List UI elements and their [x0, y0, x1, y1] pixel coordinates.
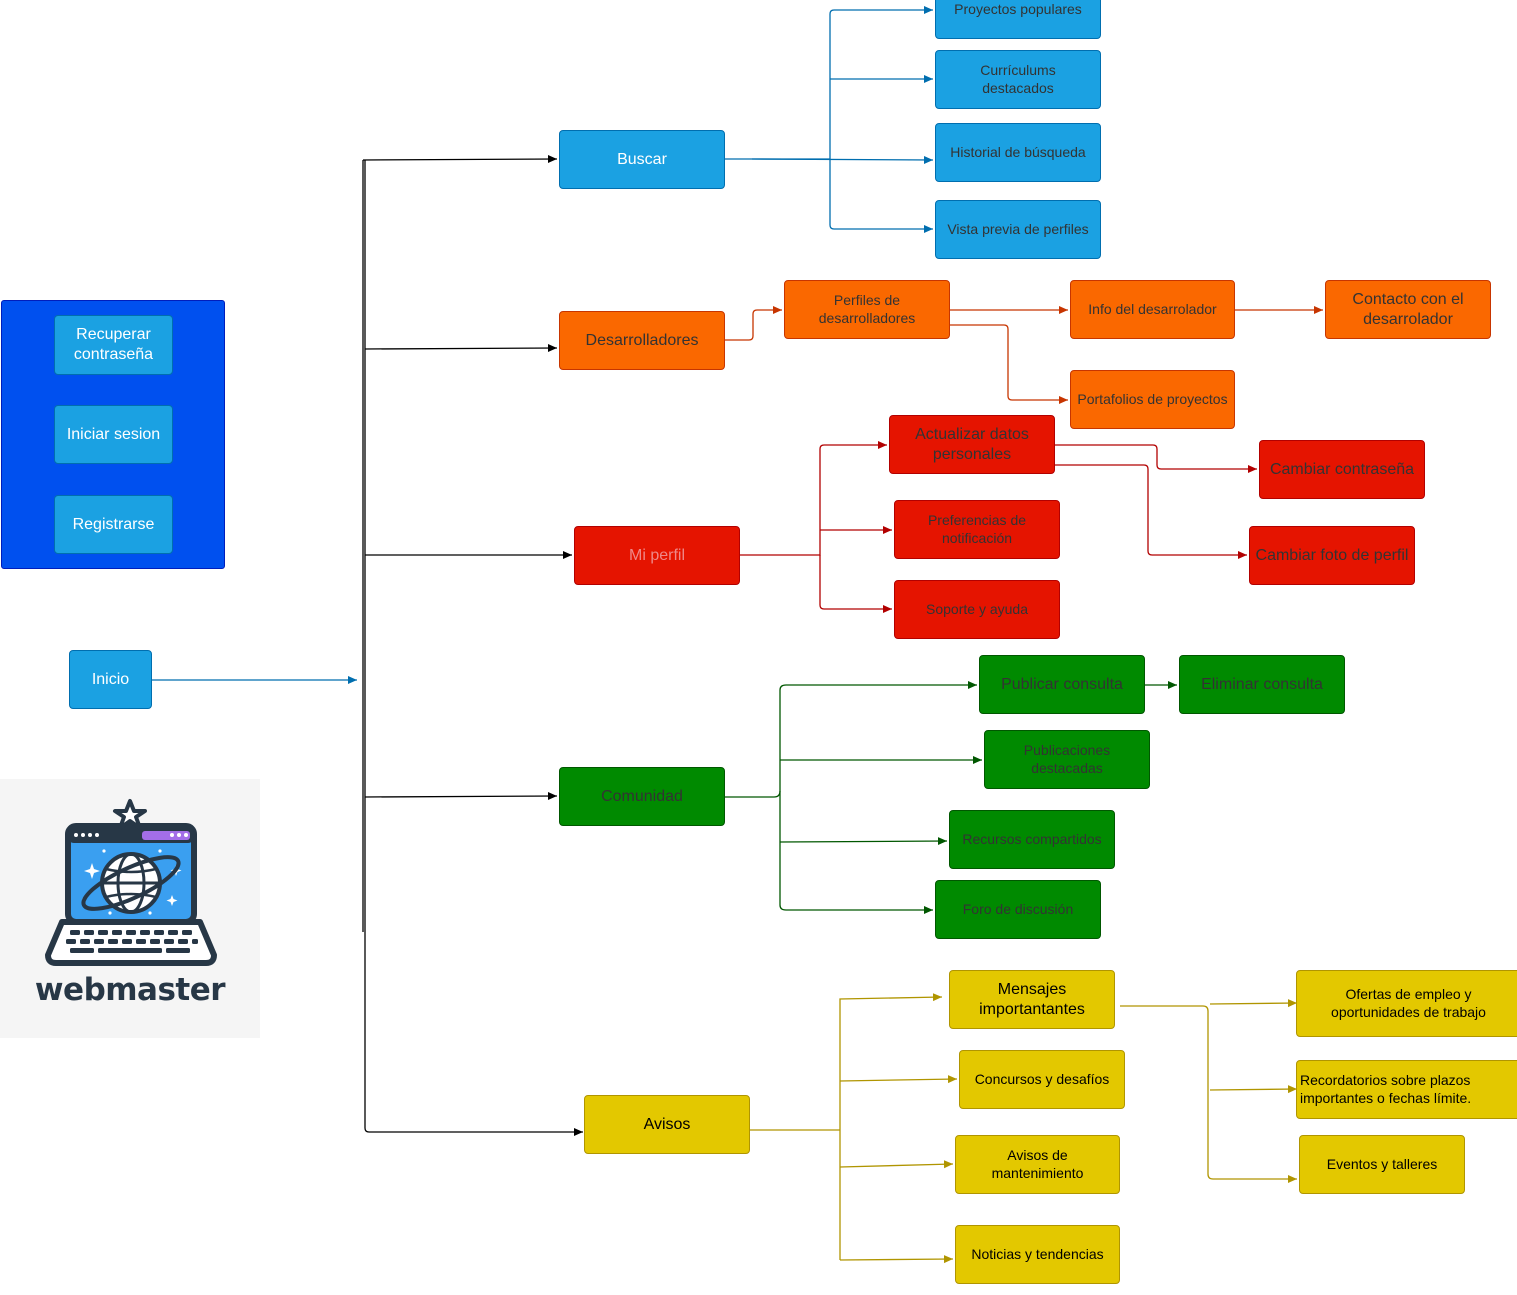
perfiles-desarrolladores-node[interactable]: Perfiles de desarrolladores	[784, 280, 950, 339]
login-button[interactable]: Iniciar sesion	[54, 405, 173, 464]
inicio-node[interactable]: Inicio	[69, 650, 152, 709]
concursos-desafios-node[interactable]: Concursos y desafíos	[959, 1050, 1125, 1109]
comunidad-node[interactable]: Comunidad	[559, 767, 725, 826]
cambiar-contrasena-node[interactable]: Cambiar contraseña	[1259, 440, 1425, 499]
contacto-desarrollador-node[interactable]: Contacto con el desarrolador	[1325, 280, 1491, 339]
publicar-consulta-node[interactable]: Publicar consulta	[979, 655, 1145, 714]
buscar-node[interactable]: Buscar	[559, 130, 725, 189]
desarrolladores-edges	[725, 306, 1323, 404]
soporte-ayuda-node[interactable]: Soporte y ayuda	[894, 580, 1060, 639]
preferencias-notificacion-node[interactable]: Preferencias de notificación	[894, 500, 1060, 559]
portafolios-proyectos-node[interactable]: Portafolios de proyectos	[1070, 370, 1235, 429]
perfil-edges	[740, 441, 1257, 613]
avisos-edges	[750, 993, 1298, 1264]
historial-busqueda-node[interactable]: Historial de búsqueda	[935, 123, 1101, 182]
register-button[interactable]: Registrarse	[54, 495, 173, 554]
foro-discusion-node[interactable]: Foro de discusión	[935, 880, 1101, 939]
noticias-tendencias-node[interactable]: Noticias y tendencias	[955, 1225, 1120, 1284]
ofertas-empleo-node[interactable]: Ofertas de empleo y oportunidades de tra…	[1296, 970, 1517, 1037]
curriculums-destacados-node[interactable]: Currículums destacados	[935, 50, 1101, 109]
mi-perfil-node[interactable]: Mi perfil	[574, 526, 740, 585]
recursos-compartidos-node[interactable]: Recursos compartidos	[949, 810, 1115, 869]
webmaster-logo: webmaster	[0, 779, 260, 1038]
desarrolladores-node[interactable]: Desarrolladores	[559, 311, 725, 370]
eventos-talleres-node[interactable]: Eventos y talleres	[1299, 1135, 1465, 1194]
avisos-mantenimiento-node[interactable]: Avisos de mantenimiento	[955, 1135, 1120, 1194]
vista-previa-perfiles-node[interactable]: Vista previa de perfiles	[935, 200, 1101, 259]
mensajes-importantes-node[interactable]: Mensajes importantantes	[949, 970, 1115, 1029]
comunidad-edges	[725, 681, 1177, 914]
actualizar-datos-node[interactable]: Actualizar datos personales	[889, 415, 1055, 474]
info-desarrollador-node[interactable]: Info del desarrolador	[1070, 280, 1235, 339]
proyectos-populares-node[interactable]: Proyectos populares	[935, 0, 1101, 39]
recordatorios-plazos-node[interactable]: Recordatorios sobre plazos importantes o…	[1296, 1060, 1517, 1119]
publicaciones-destacadas-node[interactable]: Publicaciones destacadas	[984, 730, 1150, 789]
main-trunk	[362, 155, 583, 1136]
laptop-globe-icon	[45, 799, 217, 966]
avisos-node[interactable]: Avisos	[584, 1095, 750, 1154]
logo-wordmark: webmaster	[34, 972, 226, 1008]
eliminar-consulta-node[interactable]: Eliminar consulta	[1179, 655, 1345, 714]
buscar-edges	[725, 6, 934, 233]
recover-password-button[interactable]: Recuperar contraseña	[54, 315, 173, 375]
cambiar-foto-node[interactable]: Cambiar foto de perfil	[1249, 526, 1415, 585]
